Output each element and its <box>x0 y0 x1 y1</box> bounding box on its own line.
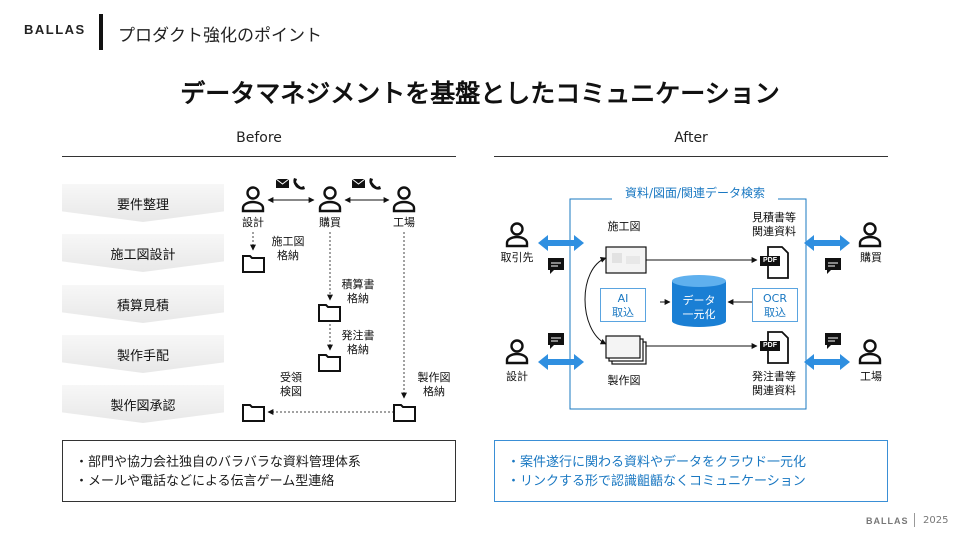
actor-label: 購買 <box>860 251 882 264</box>
doc-label: 施工図 <box>607 220 641 233</box>
folder-icon <box>318 354 341 372</box>
person-icon <box>505 222 529 248</box>
doc-label: 見積書等関連資料 <box>752 211 796 238</box>
header-divider <box>99 14 103 50</box>
sync-arrow <box>538 354 584 370</box>
drawing-stack <box>605 335 647 365</box>
folder-label: 製作図格納 <box>417 371 451 398</box>
person-icon <box>505 339 529 365</box>
before-notes: ・部門や協力会社独自のバラバラな資料管理体系 ・メールや電話などによる伝言ゲーム… <box>62 440 456 502</box>
database-icon <box>672 275 726 327</box>
actor-label: 工場 <box>393 216 415 229</box>
phone-icon <box>369 178 381 190</box>
pdf-icon <box>760 331 789 364</box>
folder-icon <box>393 404 416 422</box>
note-line: ・リンクする形で認識齟齬なくコミュニケーション <box>507 474 806 489</box>
sync-arrow <box>538 235 584 251</box>
doc-label: 発注書等関連資料 <box>752 370 796 397</box>
link-curve <box>584 257 607 345</box>
mail-icon <box>351 178 366 188</box>
sync-arrow <box>804 354 850 370</box>
after-notes: ・案件遂行に関わる資料やデータをクラウド一元化 ・リンクする形で認識齟齬なくコミ… <box>494 440 888 502</box>
database-label: データ一元化 <box>682 294 716 321</box>
folder-icon <box>242 404 265 422</box>
folder-label: 積算書格納 <box>341 278 375 305</box>
chat-icon <box>825 333 841 349</box>
person-icon <box>858 339 882 365</box>
actor-label: 工場 <box>860 370 882 383</box>
chat-icon <box>548 258 564 274</box>
folder-icon <box>318 304 341 322</box>
footer-divider <box>914 513 915 527</box>
pdf-icon <box>760 246 789 279</box>
brand-logo: BALLAS <box>24 22 86 37</box>
step-label: 施工図設計 <box>110 248 176 263</box>
actor-label: 設計 <box>506 370 528 383</box>
folder-icon <box>242 255 265 273</box>
folder-label: 発注書格納 <box>341 329 375 356</box>
doc-label: 製作図 <box>607 374 641 387</box>
folder-label: 受領検図 <box>280 371 302 398</box>
sync-arrow <box>804 235 850 251</box>
header-title: プロダクト強化のポイント <box>118 26 322 46</box>
after-rule <box>494 156 888 157</box>
chat-icon <box>825 258 841 274</box>
step-label: 積算見積 <box>116 299 169 314</box>
search-label: 資料/図面/関連データ検索 <box>612 184 778 201</box>
person-icon <box>318 186 342 213</box>
pdf-tag: PDF <box>763 257 777 264</box>
person-icon <box>858 222 882 248</box>
step-label: 製作手配 <box>116 349 169 364</box>
before-label: Before <box>236 130 282 146</box>
main-title: データマネジメントを基盤としたコミュニケーション <box>180 79 780 108</box>
actor-label: 購買 <box>319 216 341 229</box>
actor-label: 設計 <box>242 216 264 229</box>
note-line: ・部門や協力会社独自のバラバラな資料管理体系 <box>75 455 361 470</box>
person-icon <box>241 186 265 213</box>
actor-label: 取引先 <box>500 251 534 264</box>
mail-icon <box>275 178 290 188</box>
folder-label: 施工図格納 <box>271 235 305 262</box>
footer-year: 2025 <box>923 515 949 526</box>
person-icon <box>392 186 416 213</box>
note-line: ・メールや電話などによる伝言ゲーム型連絡 <box>75 474 335 489</box>
pdf-tag: PDF <box>763 342 777 349</box>
step-label: 製作図承認 <box>110 399 176 414</box>
chat-icon <box>548 333 564 349</box>
phone-icon <box>293 178 305 190</box>
note-line: ・案件遂行に関わる資料やデータをクラウド一元化 <box>507 455 807 470</box>
drawing-thumbnail <box>605 246 647 274</box>
before-rule <box>62 156 456 157</box>
after-label: After <box>674 130 708 146</box>
footer-logo: BALLAS <box>866 516 909 526</box>
step-label: 要件整理 <box>116 198 169 213</box>
